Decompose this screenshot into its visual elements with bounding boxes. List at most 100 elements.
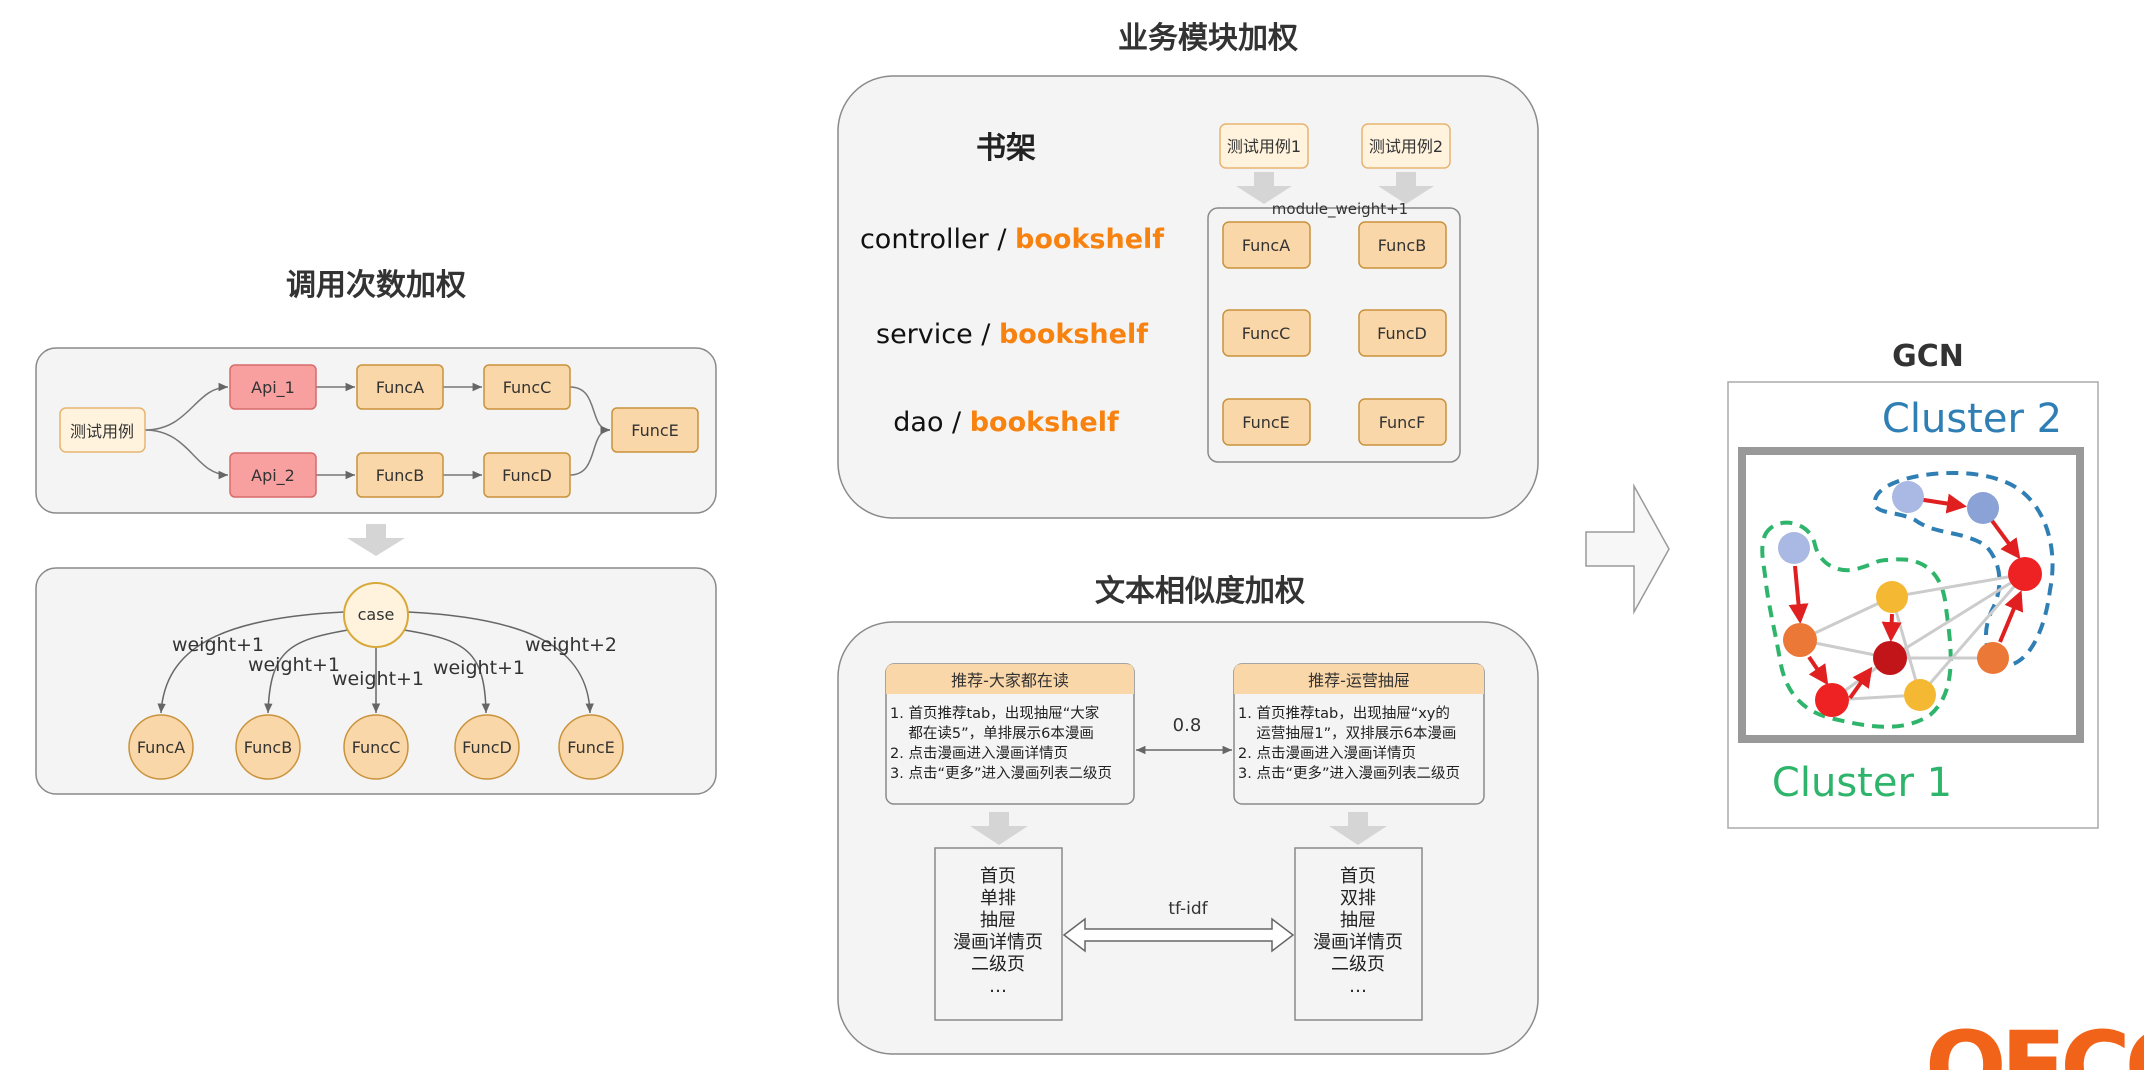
funcA-node [356,364,444,410]
card-left-header: 推荐-大家都在读 [951,671,1069,690]
module-funcF [1358,398,1447,446]
layer-service-prefix: service / [876,319,999,350]
module-funcD [1358,309,1447,357]
module-funcC-label: FuncC [1242,324,1291,343]
module-funcF-label: FuncF [1379,413,1426,432]
test-case-label: 测试用例 [70,422,134,441]
weight-label-d: weight+1 [433,657,525,679]
weight-edge-b [264,629,349,714]
keyword-left-3: 抽屉 [980,910,1016,931]
api2-node [229,452,317,498]
gcn-node [1783,623,1817,657]
card-right-line-3: 2. 点击漫画进入漫画详情页 [1238,745,1416,762]
weight-node-funcC-label: FuncC [352,738,401,757]
middle-top-title: 业务模块加权 [1118,21,1298,56]
funcE-label: FuncE [631,421,679,440]
card-left-header-bg [886,664,1134,694]
card-right-line-1: 1. 首页推荐tab，出现抽屉“xy的 [1238,705,1450,722]
weight-node-funcD-label: FuncD [462,738,512,757]
keyword-right-2: 双排 [1340,888,1376,909]
weight-node-funcC [343,714,409,780]
edge-case-api1 [144,382,229,431]
gcn-edge [1891,572,2026,599]
qecc-logo: QECC [1925,1011,2144,1070]
funcA-label: FuncA [376,378,424,397]
gcn-node [1977,642,2009,674]
gcn-node [1876,581,1908,613]
module-funcA [1222,221,1311,269]
card-left-line-1: 1. 首页推荐tab，出现抽屉“大家 [890,705,1099,722]
funcB-label: FuncB [376,466,424,485]
test-case-node [59,407,146,453]
layer-dao: dao / bookshelf [893,407,1119,438]
card-left-line-3: 2. 点击漫画进入漫画详情页 [890,745,1068,762]
layer-service: service / bookshelf [876,319,1148,350]
gcn-arrow [1848,666,1873,700]
gcn-node [1778,532,1810,564]
tfidf-double-arrow [1062,917,1295,953]
case-node [343,582,409,648]
weight-node-funcB [235,714,301,780]
weight-node-funcB-label: FuncB [244,738,292,757]
cluster2-outline [1872,470,2055,668]
weight-node-funcE-label: FuncE [567,738,615,757]
edge-funcD-funcE [569,425,611,476]
module-funcB-label: FuncB [1378,236,1426,255]
weight-node-funcE [558,714,624,780]
test-case-1-label: 测试用例1 [1227,137,1301,156]
keyword-right-5: 二级页 [1331,954,1385,975]
card-right-line-4: 3. 点击“更多”进入漫画列表二级页 [1238,765,1460,782]
keywords-right-box [1294,847,1423,1021]
tfidf-label: tf-idf [1168,899,1208,919]
gcn-arrow [1998,590,2024,643]
test-case-2-node [1361,123,1451,169]
card-left-line-4: 3. 点击“更多”进入漫画列表二级页 [890,765,1112,782]
gcn-node [1815,683,1849,717]
weight-label-c: weight+1 [332,668,424,690]
module-funcC [1222,309,1311,357]
gcn-node [1873,641,1907,675]
weight-node-funcA-label: FuncA [137,738,185,757]
gcn-node [2008,557,2042,591]
weight-label-b: weight+1 [248,654,340,676]
gcn-edge [1889,572,2026,660]
layer-service-module: bookshelf [999,319,1148,350]
keyword-left-1: 首页 [980,866,1016,887]
module-funcA-label: FuncA [1242,236,1290,255]
weight-label-e: weight+2 [525,634,617,656]
gcn-arrow [1881,613,1902,642]
big-right-arrow [1585,483,1670,615]
weight-edge-e [407,611,594,714]
layer-controller: controller / bookshelf [860,224,1164,255]
funcD-node [483,452,571,498]
weight-node-funcA [128,714,194,780]
module-func-group [1207,207,1461,463]
funcE-node [611,407,699,453]
api1-node [229,364,317,410]
gcn-node [1892,481,1924,513]
layer-controller-prefix: controller / [860,224,1015,255]
keyword-right-1: 首页 [1340,866,1376,887]
funcD-label: FuncD [502,466,552,485]
keyword-left-6: … [989,976,1007,997]
middle-bottom-title: 文本相似度加权 [1095,574,1305,609]
keywords-left-box [934,847,1063,1021]
gcn-node [1904,679,1936,711]
module-funcD-label: FuncD [1377,324,1427,343]
test-case-1-node [1219,123,1309,169]
layer-dao-module: bookshelf [970,407,1119,438]
gcn-node [1967,492,1999,524]
keyword-left-4: 漫画详情页 [953,932,1043,953]
card-right-line-2: 运营抽屉1”，双排展示6本漫画 [1238,725,1456,742]
case-label: case [358,605,395,624]
module-funcE [1222,398,1311,446]
gcn-edge [1890,596,1922,696]
card-right-header-bg [1234,664,1484,694]
api1-label: Api_1 [251,378,295,398]
cluster1-outline [1760,520,1953,729]
funcC-node [483,364,571,410]
down-arrow-card-right [1329,812,1387,845]
card-left-line-2: 都在读5”，单排展示6本漫画 [890,725,1094,742]
similarity-value: 0.8 [1173,715,1202,736]
